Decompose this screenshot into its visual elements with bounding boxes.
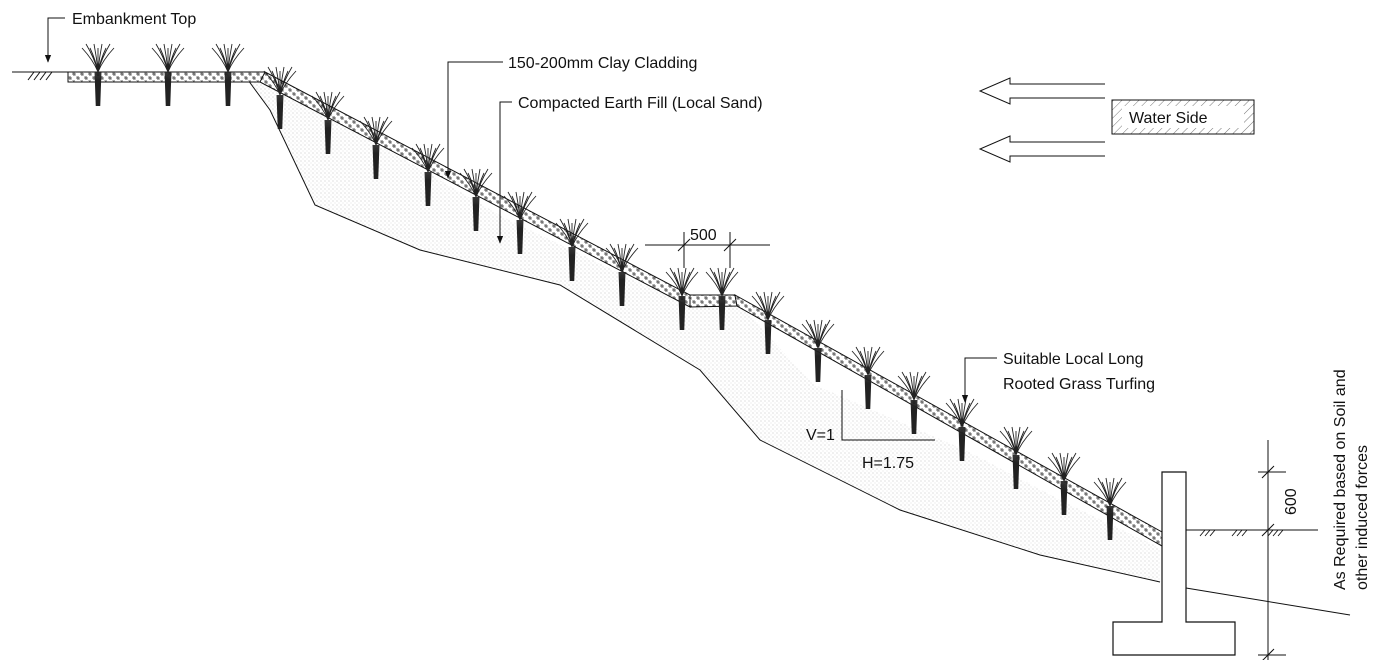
turfing-leader	[961, 357, 997, 403]
ground-hatch-icon	[1199, 529, 1284, 537]
spacing-dimension	[645, 232, 770, 268]
spacing-label: 500	[690, 227, 717, 244]
grass-tuft-icon	[999, 426, 1033, 490]
fill-bottom-line	[247, 79, 1161, 583]
grass-tuft-icon	[665, 267, 699, 331]
grass-tuft-icon	[359, 116, 393, 180]
grass-tuft-icon	[897, 371, 931, 435]
grass-tuft-icon	[801, 319, 835, 383]
grass-tuft-icon	[705, 267, 739, 331]
clay-cladding-leader	[444, 61, 503, 179]
grass-tuft-icon	[411, 143, 445, 207]
embankment-top-leader	[44, 17, 65, 63]
slope-indicator	[841, 390, 935, 441]
slope-v-label: V=1	[806, 427, 835, 444]
depth-dimension	[1258, 440, 1286, 662]
grass-tuft-icon	[459, 168, 493, 232]
grass-tuft-icon	[1093, 477, 1127, 541]
grass-tuft-icon	[605, 243, 639, 307]
toe-wall-foundation	[1112, 471, 1236, 656]
grass-tuft-icon	[151, 43, 185, 107]
depth-label: 600	[1283, 488, 1300, 515]
grass-tuft-icon	[311, 91, 345, 155]
turfing-label-line1: Suitable Local Long	[1003, 351, 1144, 368]
grass-tuft-icon	[81, 43, 115, 107]
ground-hatch-icon	[12, 71, 68, 81]
grass-tuft-icon	[1047, 452, 1081, 516]
water-side-label: Water Side	[1129, 110, 1208, 127]
earth-fill-leader	[496, 101, 512, 244]
foundation-label-line2: other induced forces	[1354, 445, 1371, 590]
grass-tuft-icon	[503, 191, 537, 255]
embankment-top-label: Embankment Top	[72, 11, 196, 28]
berm-cladding	[689, 294, 738, 308]
grass-tuft-icon	[945, 398, 979, 462]
grass-tuft-icon	[751, 291, 785, 355]
earth-fill-label: Compacted Earth Fill (Local Sand)	[518, 95, 763, 112]
earth-fill-body	[248, 72, 1160, 582]
grass-tuft-icon	[211, 43, 245, 107]
clay-cladding-label: 150-200mm Clay Cladding	[508, 55, 697, 72]
grass-tuft-icon	[555, 218, 589, 282]
flow-arrow-icon	[978, 77, 1105, 163]
grass-tuft-icon	[851, 346, 885, 410]
foundation-label-line1: As Required based on Soil and	[1332, 369, 1349, 590]
slope-h-label: H=1.75	[862, 455, 914, 472]
grass-tuft-icon	[263, 66, 297, 130]
grass-turfing	[81, 43, 1127, 541]
turfing-label-line2: Rooted Grass Turfing	[1003, 376, 1155, 393]
